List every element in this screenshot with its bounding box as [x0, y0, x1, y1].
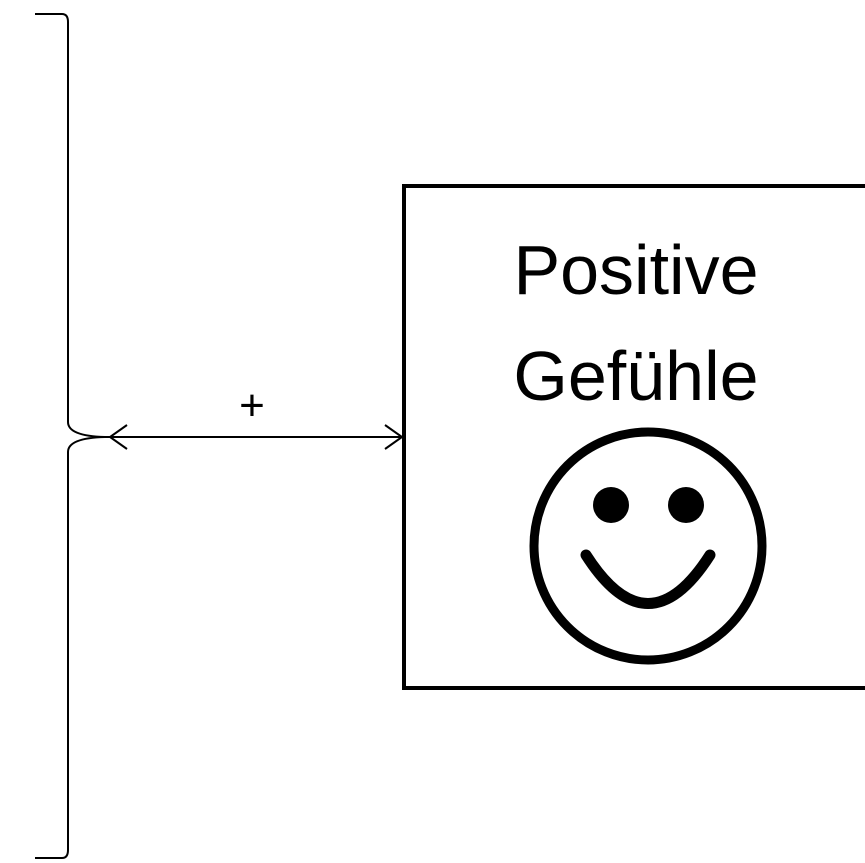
connector-sign: +	[239, 381, 265, 430]
box-title-line1: Positive	[513, 231, 758, 309]
right-eye	[668, 487, 704, 523]
box-title-line2: Gefühle	[513, 337, 758, 415]
left-eye	[593, 487, 629, 523]
smile-mouth	[580, 549, 716, 609]
positive-feelings-box	[402, 184, 865, 690]
curly-brace	[35, 13, 106, 859]
smiley-face-icon	[529, 427, 767, 665]
face-outline	[529, 427, 767, 665]
arrowhead-left	[108, 424, 128, 450]
